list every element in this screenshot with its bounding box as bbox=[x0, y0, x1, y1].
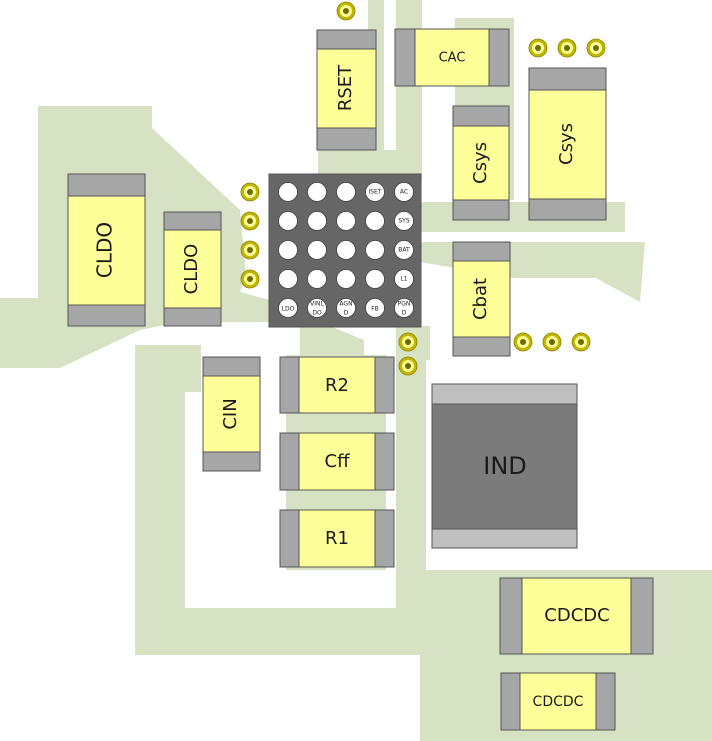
ic-ball bbox=[336, 269, 356, 289]
cbat-label: Cbat bbox=[470, 278, 491, 320]
ic-ball bbox=[307, 182, 327, 202]
pin-ac-label: AC bbox=[400, 189, 408, 196]
cbat-capacitor: Cbat bbox=[452, 241, 511, 357]
csys-small-capacitor: Csys bbox=[452, 105, 510, 221]
pin-bat-label: BAT bbox=[398, 247, 410, 254]
cdcdc-large-capacitor: CDCDC bbox=[499, 577, 654, 655]
via-hole bbox=[247, 276, 253, 282]
pin-agnd-label-2: D bbox=[344, 310, 349, 317]
csys-large-label: Csys bbox=[556, 123, 577, 165]
csys-small-label: Csys bbox=[470, 142, 491, 184]
cdcdc-large-label: CDCDC bbox=[544, 605, 609, 626]
ic-ball bbox=[394, 240, 414, 260]
cac-label: CAC bbox=[439, 51, 466, 66]
pin-pgnd-label-2: D bbox=[402, 310, 407, 317]
via-group bbox=[240, 1, 606, 376]
r2-label: R2 bbox=[325, 375, 349, 396]
copper-gnd-inner-bottom bbox=[185, 592, 425, 608]
ic-ball bbox=[394, 298, 414, 318]
ic-ball bbox=[365, 211, 385, 231]
via-hole bbox=[593, 45, 599, 51]
ic-ball bbox=[307, 240, 327, 260]
cldo-large-label: CLDO bbox=[93, 222, 117, 278]
ic-ball bbox=[307, 211, 327, 231]
ic-ball bbox=[336, 211, 356, 231]
via-hole bbox=[578, 339, 584, 345]
pin-agnd-label-1: AGN bbox=[339, 301, 352, 308]
ic-ball bbox=[278, 298, 298, 318]
csys-large-capacitor: Csys bbox=[528, 67, 607, 221]
r2-resistor: R2 bbox=[279, 356, 395, 414]
ic-ball bbox=[278, 211, 298, 231]
cff-label: Cff bbox=[325, 451, 351, 472]
ic-ball bbox=[365, 298, 385, 318]
pin-vinldo-label-2: DO bbox=[312, 310, 322, 317]
via-hole bbox=[405, 339, 411, 345]
pin-vinldo-label-1: VINL bbox=[310, 301, 324, 308]
cldo-small-label: CLDO bbox=[181, 244, 202, 295]
pin-sys-label: SYS bbox=[398, 218, 409, 225]
via-hole bbox=[549, 339, 555, 345]
ic-ball bbox=[365, 240, 385, 260]
inductor: IND bbox=[431, 383, 578, 549]
via-hole bbox=[535, 45, 541, 51]
copper-sw-trace bbox=[396, 360, 426, 610]
cdcdc-small-label: CDCDC bbox=[533, 694, 584, 710]
via-hole bbox=[564, 45, 570, 51]
cldo-small-capacitor: CLDO bbox=[163, 211, 222, 327]
via-hole bbox=[405, 363, 411, 369]
ic-ball bbox=[278, 269, 298, 289]
cldo-large-capacitor: CLDO bbox=[67, 173, 146, 327]
rset-label: RSET bbox=[335, 64, 356, 111]
ic-ball bbox=[278, 240, 298, 260]
via-hole bbox=[520, 339, 526, 345]
r1-resistor: R1 bbox=[279, 509, 395, 568]
ind-label: IND bbox=[483, 452, 527, 480]
ic-ball bbox=[365, 182, 385, 202]
ic-ball bbox=[307, 298, 327, 318]
pin-pgnd-label-1: PGN bbox=[398, 301, 411, 308]
cin-label: CIN bbox=[220, 398, 241, 429]
r1-label: R1 bbox=[325, 528, 349, 549]
pin-l1-label: L1 bbox=[400, 276, 407, 283]
copper-ac-trunk bbox=[396, 0, 422, 180]
ic-ball bbox=[336, 298, 356, 318]
rset-resistor: RSET bbox=[316, 29, 377, 151]
ic-ball bbox=[394, 182, 414, 202]
ic-ball bbox=[365, 269, 385, 289]
copper-fb-pour bbox=[300, 326, 364, 356]
via-hole bbox=[247, 189, 253, 195]
pin-ldo-label: LDO bbox=[282, 306, 295, 313]
copper-gnd-inner bbox=[185, 345, 201, 395]
pin-fb-label: FB bbox=[371, 306, 379, 313]
ic-ball bbox=[336, 182, 356, 202]
pin-iset-label: ISET bbox=[368, 189, 381, 196]
cin-capacitor: CIN bbox=[202, 356, 261, 472]
ic-ball bbox=[394, 211, 414, 231]
ic-ball bbox=[336, 240, 356, 260]
cac-capacitor: CAC bbox=[394, 28, 510, 87]
ic-ball bbox=[394, 269, 414, 289]
ic-ball-grid bbox=[278, 182, 414, 318]
ic-ball bbox=[307, 269, 327, 289]
via-hole bbox=[247, 218, 253, 224]
copper-gnd-gap-2 bbox=[185, 392, 201, 592]
ic-ball bbox=[278, 182, 298, 202]
cdcdc-small-capacitor: CDCDC bbox=[500, 672, 616, 731]
via-hole bbox=[343, 8, 349, 14]
cff-capacitor: Cff bbox=[279, 432, 395, 491]
via-hole bbox=[247, 247, 253, 253]
